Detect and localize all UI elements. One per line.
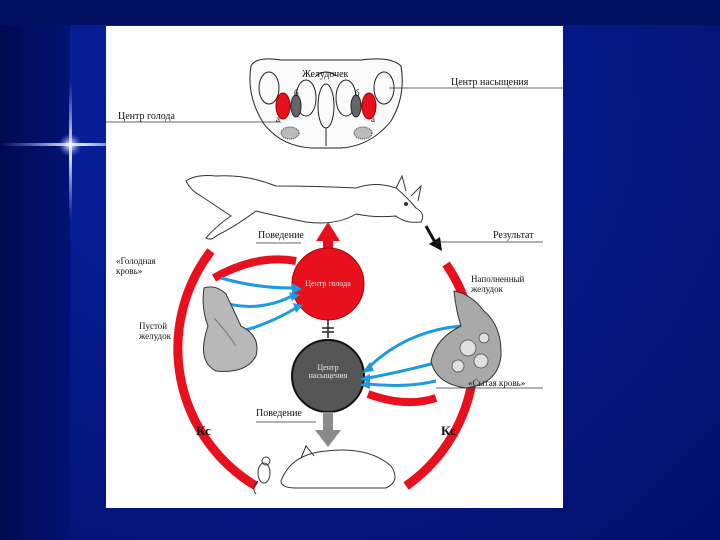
result-label: Результат (493, 231, 534, 241)
behavior-down-arrow-head (315, 430, 341, 447)
behavior-bottom-label: Поведение (256, 409, 302, 419)
behavior-down-arrow-shaft (323, 412, 333, 432)
satiety-nucleus-right (351, 95, 361, 117)
satiety-center-circle-label: Центр насыщения (298, 364, 358, 380)
marker-a-right: а (371, 114, 375, 124)
brain-dotted-right (354, 127, 372, 139)
mouse-illustration (254, 457, 270, 494)
ventricle-label: Желудочек (302, 70, 348, 80)
full-stomach-illustration (431, 291, 501, 388)
marker-b-right: б (355, 88, 360, 98)
full-stomach-label: Наполненный желудок (471, 274, 543, 294)
empty-stomach-label: Пустой желудок (139, 321, 189, 341)
satiety-center-label: Центр насыщения (451, 78, 528, 88)
hunger-center-circle-label: Центр голода (305, 280, 351, 288)
fed-blood-label: «Сытая кровь» (468, 378, 525, 388)
hunger-center-label: Центр голода (118, 112, 175, 122)
cat-jumping-illustration (186, 176, 423, 240)
satiety-nucleus-left (291, 95, 301, 117)
behavior-top-label: Поведение (258, 231, 304, 241)
marker-b-left: б (294, 88, 299, 98)
physiology-diagram: Желудочек Центр насыщения Центр голода а… (106, 26, 563, 508)
brain-dotted-left (281, 127, 299, 139)
red-arc-lower-right (368, 394, 436, 402)
marker-a-left: а (276, 114, 280, 124)
hungry-blood-label: «Голодная кровь» (116, 256, 176, 276)
result-arrowhead (429, 237, 442, 251)
sleeping-cat-illustration (281, 446, 395, 488)
ks-left-label: Кс (196, 426, 211, 436)
ks-right-label: Кс (441, 426, 456, 436)
behavior-arrow-head (316, 222, 340, 241)
red-arc-upper-left (214, 259, 296, 278)
